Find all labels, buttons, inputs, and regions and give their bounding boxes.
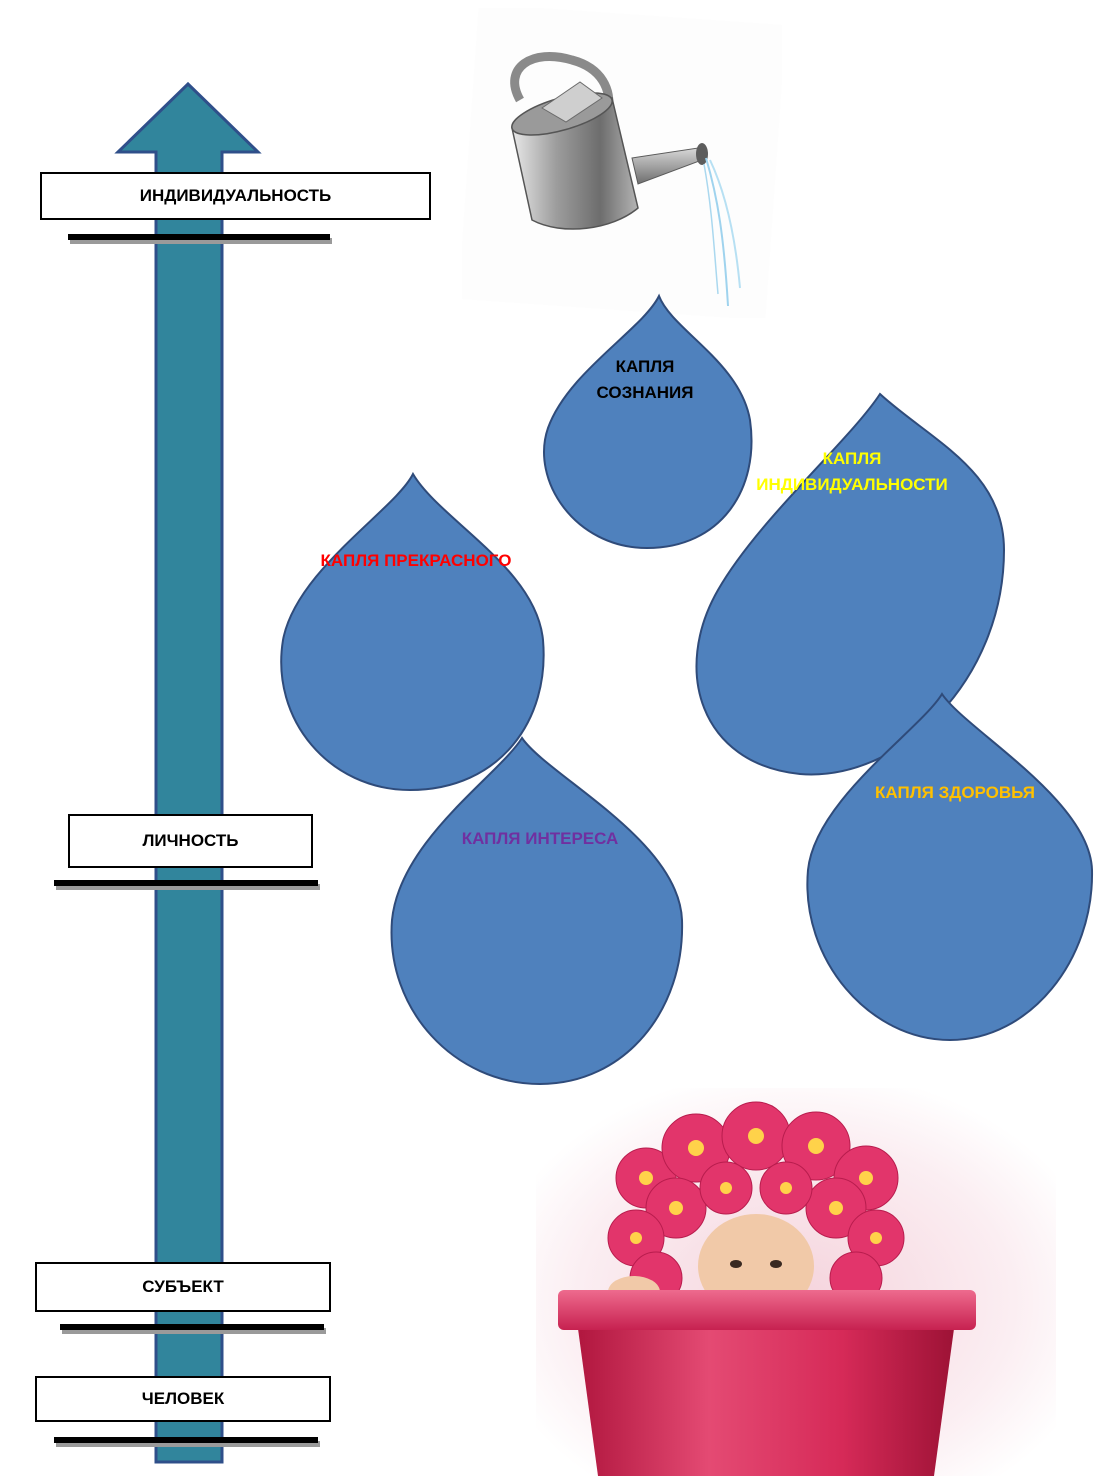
stage-human: ЧЕЛОВЕК	[35, 1376, 331, 1422]
stage-subject-divider	[60, 1324, 324, 1330]
drop-interest-label: КАПЛЯ ИНТЕРЕСА	[461, 829, 619, 848]
drop-individuality	[695, 392, 1006, 776]
drop-health	[806, 692, 1094, 1042]
drop-beauty	[280, 471, 545, 792]
stage-individuality-divider	[68, 234, 330, 240]
drop-interest	[390, 736, 684, 1086]
growth-arrow-shape	[114, 81, 262, 1464]
child-in-flowerpot-image	[536, 1088, 1056, 1476]
drop-individuality-label: КАПЛЯ ИНДИВИДУАЛЬНОСТИ	[756, 449, 948, 494]
drop-beauty-label: КАПЛЯ ПРЕКРАСНОГО	[320, 551, 512, 570]
drop-consciousness-label: КАПЛЯ СОЗНАНИЯ	[596, 357, 694, 402]
stage-personality: ЛИЧНОСТЬ	[68, 814, 313, 868]
drop-health-label: КАПЛЯ ЗДОРОВЬЯ	[875, 783, 1035, 802]
stage-subject: СУБЪЕКТ	[35, 1262, 331, 1312]
stage-human-divider	[54, 1437, 318, 1443]
stage-personality-divider	[54, 880, 318, 886]
drop-consciousness	[543, 293, 753, 550]
watering-can-icon	[462, 8, 782, 318]
stage-individuality: ИНДИВИДУАЛЬНОСТЬ	[40, 172, 431, 220]
